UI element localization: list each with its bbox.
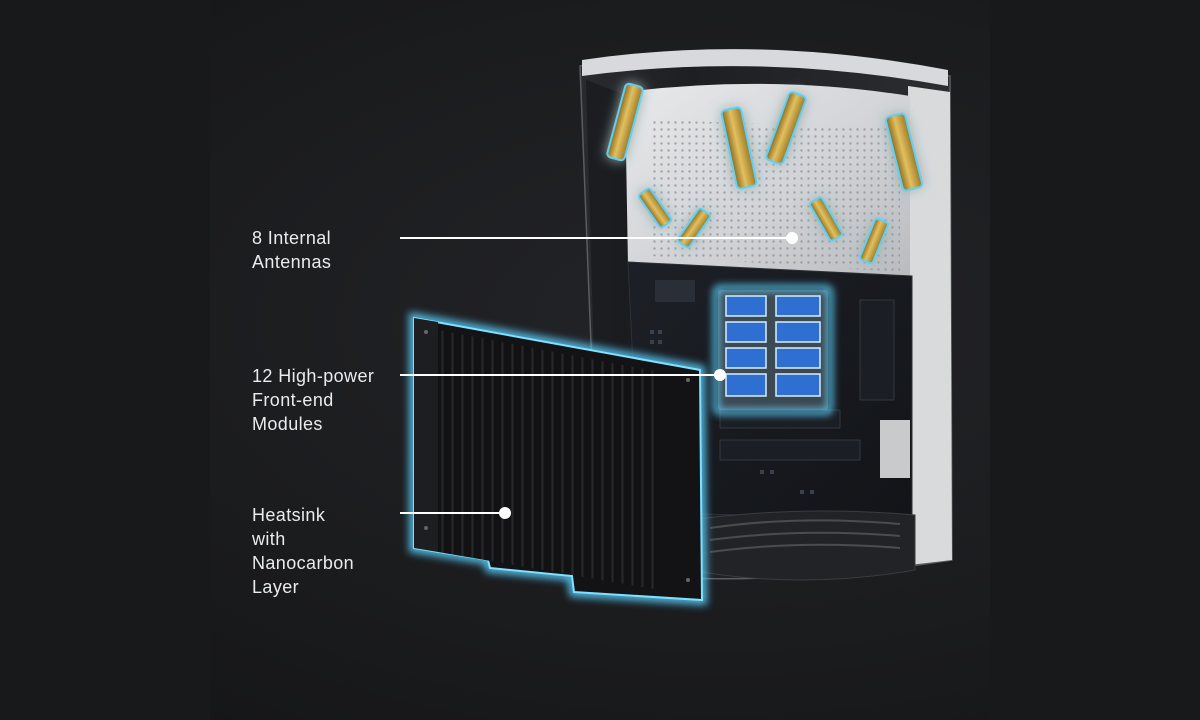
internal-antennas [606, 82, 924, 265]
callout-line: Heatsink [252, 505, 326, 525]
callout-line: Front-end [252, 390, 334, 410]
heatsink [409, 312, 708, 606]
callout-front-end-modules: 12 High-power Front-end Modules [252, 364, 374, 436]
callout-line: Nanocarbon [252, 553, 355, 573]
callout-leaders [400, 232, 798, 519]
callout-line: with [252, 529, 286, 549]
callout-internal-antennas: 8 Internal Antennas [252, 226, 331, 274]
callout-line: Antennas [252, 252, 332, 272]
router-base [689, 510, 916, 581]
background-band-left [0, 0, 210, 720]
callout-line: Layer [252, 577, 300, 597]
callout-heatsink: Heatsink with Nanocarbon Layer [252, 503, 354, 599]
background-band-right [990, 0, 1200, 720]
front-end-modules [713, 285, 833, 415]
callout-line: 8 Internal [252, 228, 332, 248]
callout-line: Modules [252, 414, 323, 434]
callout-line: 12 High-power [252, 366, 375, 386]
